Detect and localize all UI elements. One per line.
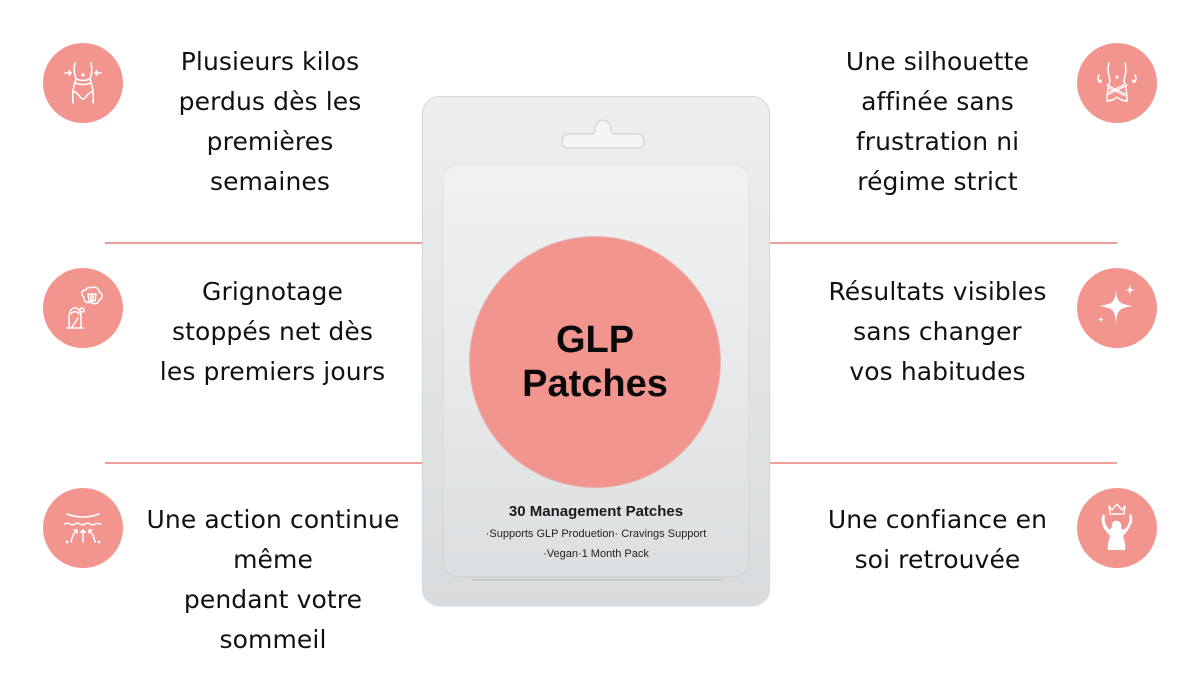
divider-right-2 bbox=[770, 462, 1117, 464]
divider-left-1 bbox=[105, 242, 422, 244]
continuous-action-icon bbox=[43, 488, 123, 568]
pack-features-line2: ·Vegan·1 Month Pack bbox=[543, 548, 649, 560]
benefit-visible-results: Résultats visibles sans changer vos habi… bbox=[828, 277, 1047, 386]
product-package: GLP Patches 30 Management Patches ·Suppo… bbox=[422, 96, 770, 606]
waist-slimming-icon bbox=[43, 43, 123, 123]
benefit-silhouette: Une silhouette affinée sans frustration … bbox=[845, 47, 1030, 196]
divider-right-1 bbox=[770, 242, 1117, 244]
snacking-craving-icon bbox=[43, 268, 123, 348]
divider-left-2 bbox=[105, 462, 422, 464]
product-title-line2: Patches bbox=[522, 363, 668, 405]
benefit-snacking: Grignotage stoppés net dès les premiers … bbox=[159, 277, 386, 386]
crowned-woman-icon bbox=[1077, 488, 1157, 568]
measuring-tape-waist-icon bbox=[1077, 43, 1157, 123]
pack-features-line1: ·Supports GLP Produetion· Cravings Suppo… bbox=[485, 528, 707, 540]
benefit-confidence: Une confiance en soi retrouvée bbox=[827, 505, 1048, 574]
benefit-weight-loss: Plusieurs kilos perdus dès les premières… bbox=[178, 47, 362, 196]
pouch-bottom-edge bbox=[472, 579, 722, 581]
product-title-line1: GLP bbox=[555, 319, 635, 361]
benefit-continuous-action: Une action continue même pendant votre s… bbox=[146, 505, 400, 654]
brand-label-circle: GLP Patches bbox=[470, 237, 720, 487]
hang-hole-icon bbox=[561, 119, 645, 149]
pack-count-label: 30 Management Patches bbox=[508, 503, 684, 520]
sparkle-icon bbox=[1077, 268, 1157, 348]
